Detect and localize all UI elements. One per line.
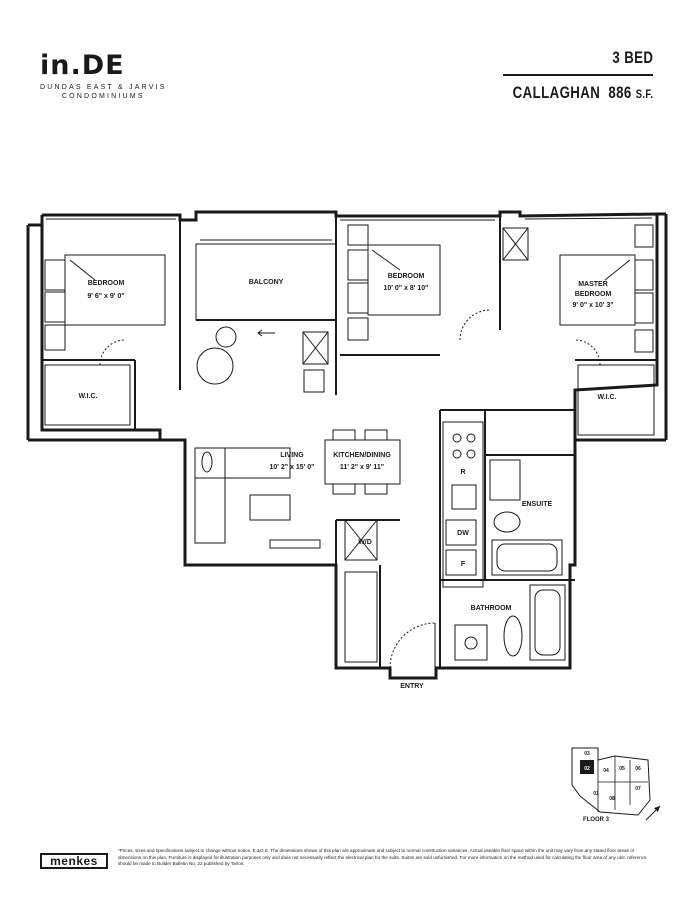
arrow-head — [257, 329, 263, 337]
bed-mid — [347, 224, 441, 341]
bedroom-left-label: BEDROOM — [88, 280, 125, 287]
refrigerator-label: R — [460, 469, 465, 476]
bedroom-mid-label: BEDROOM — [388, 273, 425, 280]
unit-name: CALLAGHAN — [512, 83, 600, 102]
balcony-area — [195, 243, 337, 321]
windows — [46, 217, 653, 241]
kitchen-counter — [442, 421, 484, 588]
living-label: LIVING — [280, 452, 304, 459]
room-labels: BEDROOM 9' 6" x 9' 0" BALCONY BEDROOM 10… — [78, 273, 616, 690]
kitchen-label: KITCHEN/DINING — [333, 452, 391, 459]
master-dims: 9' 0" x 10' 3" — [572, 302, 613, 309]
key-plan: 03 02 01 04 05 06 07 08 — [571, 747, 661, 821]
dishwasher-label: DW — [457, 530, 469, 537]
wic-left-outline — [44, 364, 131, 426]
side-table — [303, 369, 325, 393]
key-unit-04: 04 — [603, 768, 609, 774]
door-swing — [99, 339, 126, 366]
living-furniture — [194, 326, 321, 549]
wic-right-outline — [577, 364, 655, 436]
master-label-line2: BEDROOM — [575, 291, 612, 298]
bed-left — [44, 254, 166, 351]
door-swing — [459, 309, 491, 341]
key-unit-01: 01 — [593, 791, 599, 797]
wd-label: W/D — [358, 539, 372, 546]
master-label-line1: MASTER — [578, 281, 608, 288]
unit-area-unit: S.F. — [635, 87, 653, 101]
outer-wall-outline — [40, 210, 659, 680]
entry-corridor — [344, 571, 436, 669]
brand-block: in.DE DUNDAS EAST & JARVIS CONDOMINIUMS — [40, 52, 167, 102]
kitchen-dims: 11' 2" x 9' 11" — [340, 464, 384, 471]
key-unit-02: 02 — [584, 766, 590, 772]
washer-dryer — [344, 519, 378, 561]
key-plan-outline — [571, 747, 651, 816]
disclaimer-text: *Prices, sizes and specifications subjec… — [118, 848, 647, 867]
unit-bed-count: 3 BED — [611, 48, 653, 67]
key-unit-07: 07 — [635, 786, 641, 792]
unit-header: 3 BED CALLAGHAN 886 S.F. — [473, 48, 653, 103]
wic-left-label: W.I.C. — [78, 393, 97, 400]
living-dims: 10' 2" x 15' 0" — [270, 464, 315, 471]
key-unit-08: 08 — [609, 796, 615, 802]
bed-master — [559, 224, 654, 353]
unit-header-rule — [503, 74, 653, 76]
key-unit-06: 06 — [635, 766, 641, 772]
unit-area: 886 — [607, 83, 632, 102]
bathroom-fixtures — [454, 584, 566, 661]
key-plan-caption: FLOOR 3 — [583, 817, 610, 823]
north-arrow-head — [654, 806, 660, 812]
key-plan-highlight — [580, 760, 594, 774]
brand-subtitle-line1: DUNDAS EAST & JARVIS — [40, 84, 167, 91]
shaft-mid — [302, 331, 329, 365]
bedroom-left-dims: 9' 6" x 9' 0" — [87, 293, 124, 300]
balcony-label: BALCONY — [249, 279, 284, 286]
ensuite-label: ENSUITE — [522, 501, 553, 508]
key-unit-05: 05 — [619, 766, 625, 772]
brand-logo: in.DE — [40, 50, 125, 81]
door-swing — [574, 339, 601, 366]
brand-subtitle-line2: CONDOMINIUMS — [61, 93, 145, 101]
window — [524, 217, 653, 220]
unit-title: CALLAGHAN 886 S.F. — [512, 83, 653, 103]
brand-subtitle: DUNDAS EAST & JARVIS CONDOMINIUMS — [40, 83, 167, 102]
developer-logo: menkes — [40, 853, 108, 869]
entry-label: ENTRY — [400, 683, 424, 690]
shaft-master — [502, 227, 529, 261]
ensuite-fixtures — [489, 459, 563, 576]
bedroom-mid-dims: 10' 0" x 8' 10" — [384, 285, 429, 292]
outer-walls — [26, 210, 668, 680]
freezer-label: F — [461, 561, 466, 568]
key-unit-03: 03 — [584, 751, 590, 757]
bathroom-label: BATHROOM — [471, 605, 512, 612]
wic-right-label: W.I.C. — [597, 394, 616, 401]
dining-table — [324, 429, 401, 495]
